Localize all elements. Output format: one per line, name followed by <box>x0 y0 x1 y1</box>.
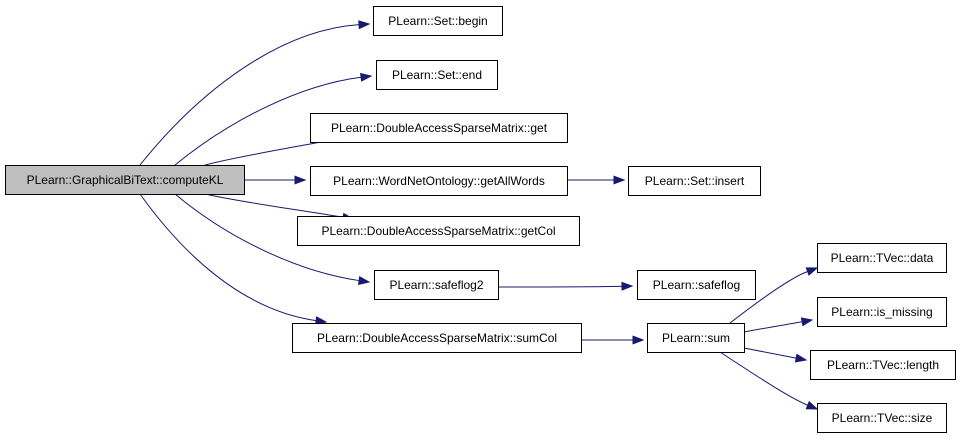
node-safeflog[interactable]: PLearn::safeflog <box>637 270 756 300</box>
node-dasm_getCol[interactable]: PLearn::DoubleAccessSparseMatrix::getCol <box>297 216 580 246</box>
edge-sum-to-is_missing <box>743 317 814 333</box>
edge-computeKL-to-wno_getAllWords <box>244 175 307 185</box>
node-box[interactable] <box>373 6 503 36</box>
edge-computeKL-to-set_end <box>174 72 373 166</box>
edge-computeKL-to-set_begin <box>139 20 371 166</box>
node-wno_getAllWords[interactable]: PLearn::WordNetOntology::getAllWords <box>310 166 568 196</box>
node-set_end[interactable]: PLearn::Set::end <box>376 60 498 90</box>
node-label: PLearn::DoubleAccessSparseMatrix::getCol <box>321 224 555 238</box>
node-sum[interactable]: PLearn::sum <box>647 323 745 353</box>
node-is_missing[interactable]: PLearn::is_missing <box>817 297 947 327</box>
node-box[interactable] <box>817 243 947 273</box>
node-tvec_size[interactable]: PLearn::TVec::size <box>817 403 947 433</box>
edge-arrowhead <box>805 267 819 276</box>
node-label: PLearn::DoubleAccessSparseMatrix::get <box>331 121 548 135</box>
node-box[interactable] <box>292 323 582 353</box>
edge-line <box>139 24 360 166</box>
edge-arrowhead <box>805 400 819 410</box>
edge-sum-to-tvec_length <box>743 347 808 363</box>
node-box[interactable] <box>647 323 745 353</box>
node-label: PLearn::DoubleAccessSparseMatrix::sumCol <box>317 331 557 345</box>
node-label: PLearn::safeflog <box>653 278 740 292</box>
edge-arrowhead <box>613 175 626 185</box>
edge-computeKL-to-dasm_sumCol <box>139 193 328 326</box>
nodes-layer: PLearn::GraphicalBiText::computeKLPLearn… <box>5 6 956 433</box>
node-label: PLearn::safeflog2 <box>389 278 483 292</box>
edge-line <box>174 193 360 282</box>
node-label: PLearn::GraphicalBiText::computeKL <box>27 173 224 187</box>
node-box[interactable] <box>5 165 245 195</box>
node-label: PLearn::Set::end <box>392 68 482 82</box>
node-label: PLearn::WordNetOntology::getAllWords <box>333 174 545 188</box>
edge-wno_getAllWords-to-set_insert <box>567 175 626 185</box>
node-box[interactable] <box>376 60 498 90</box>
node-computeKL[interactable]: PLearn::GraphicalBiText::computeKL <box>5 165 245 195</box>
edge-line <box>174 76 362 166</box>
edge-arrowhead <box>794 353 808 363</box>
edge-safeflog2-to-safeflog <box>497 281 634 291</box>
node-box[interactable] <box>817 297 947 327</box>
edge-arrowhead <box>621 281 634 291</box>
edge-arrowhead <box>294 175 307 185</box>
node-box[interactable] <box>628 166 761 196</box>
node-box[interactable] <box>817 403 947 433</box>
node-label: PLearn::Set::begin <box>388 14 487 28</box>
edge-line <box>729 271 808 324</box>
node-tvec_data[interactable]: PLearn::TVec::data <box>817 243 947 273</box>
node-box[interactable] <box>310 166 568 196</box>
node-tvec_length[interactable]: PLearn::TVec::length <box>810 350 956 380</box>
node-label: PLearn::is_missing <box>831 305 932 319</box>
node-safeflog2[interactable]: PLearn::safeflog2 <box>374 270 499 300</box>
edge-sum-to-tvec_size <box>719 351 819 410</box>
edge-line <box>204 193 344 218</box>
node-dasm_get[interactable]: PLearn::DoubleAccessSparseMatrix::get <box>310 113 568 143</box>
edge-arrowhead <box>632 335 645 345</box>
node-label: PLearn::TVec::length <box>827 358 939 372</box>
node-dasm_sumCol[interactable]: PLearn::DoubleAccessSparseMatrix::sumCol <box>292 323 582 353</box>
edge-line <box>497 285 623 288</box>
node-label: PLearn::sum <box>662 331 730 345</box>
node-box[interactable] <box>310 113 568 143</box>
node-label: PLearn::TVec::size <box>832 411 933 425</box>
node-set_insert[interactable]: PLearn::Set::insert <box>628 166 761 196</box>
node-label: PLearn::TVec::data <box>831 251 934 265</box>
edge-line <box>743 347 797 359</box>
edge-line <box>719 351 808 406</box>
node-set_begin[interactable]: PLearn::Set::begin <box>373 6 503 36</box>
node-box[interactable] <box>374 270 499 300</box>
edge-line <box>743 321 803 333</box>
edge-arrowhead <box>800 317 814 327</box>
edge-sum-to-tvec_data <box>729 267 819 324</box>
edge-dasm_sumCol-to-sum <box>581 335 645 345</box>
edge-computeKL-to-safeflog2 <box>174 193 371 285</box>
node-label: PLearn::Set::insert <box>645 174 745 188</box>
edge-arrowhead <box>358 20 371 30</box>
edge-line <box>139 193 317 322</box>
node-box[interactable] <box>297 216 580 246</box>
edge-arrowhead <box>360 72 373 82</box>
edge-arrowhead <box>357 276 371 285</box>
node-box[interactable] <box>810 350 956 380</box>
node-box[interactable] <box>637 270 756 300</box>
